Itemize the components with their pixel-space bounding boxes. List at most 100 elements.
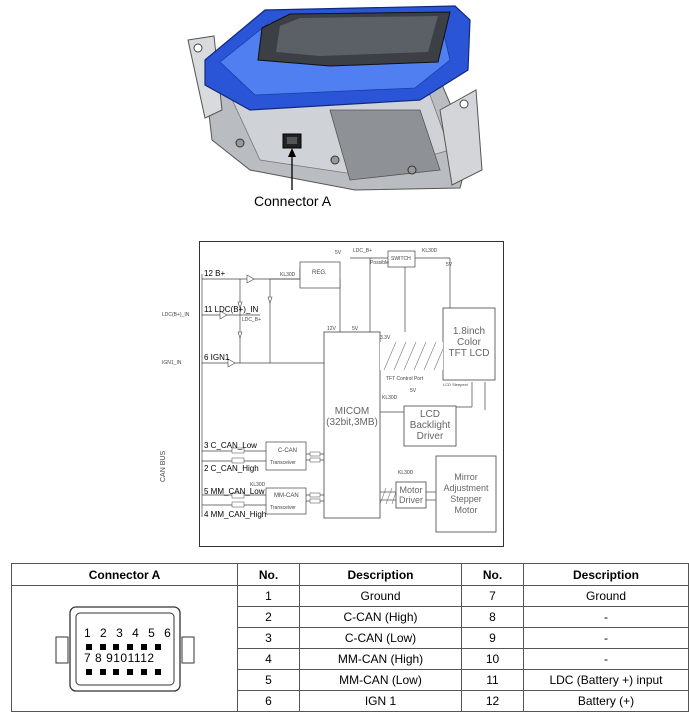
can-bus-label: CAN BUS [160,450,167,482]
ccan-transceiver-block [265,441,307,471]
note-kl30-a: KL30D [280,272,296,278]
header-description-a: Description [299,563,462,586]
table-row: 5 MM-CAN (Low) 11 LDC (Battery +) input [12,669,689,691]
connector-top-pin-numbers: 1 2 3 4 5 6 [84,626,174,640]
wiring-schematic: 12 B+ 11 LDC(B+)_IN 6 IGN1 3 C_CAN_Low 2… [160,241,504,547]
pin-no: 5 [237,669,300,691]
note-5v-b: 5V [335,250,342,256]
ldc-in-label: LDC(B+)_IN [162,312,190,318]
ccan-label: C-CAN [278,448,297,454]
note-lcd-sleep: LCD Sleepext [443,382,468,387]
mmcan-sub-label: Transceiver [270,505,296,511]
pin-num: 12 [140,651,155,665]
connector-pin-table: Connector A No. Description No. Descript… [11,563,689,712]
pin-no: 1 [237,585,300,607]
backlight-block [403,405,457,447]
note-12v: 12V [327,326,336,332]
mounting-bracket-right [439,89,483,186]
pin-description: - [523,648,689,670]
pin-4-label: 4 MM_CAN_High [204,510,267,519]
pin-no: 4 [237,648,300,670]
pin-no: 11 [461,669,524,691]
pin-no: 2 [237,606,300,628]
note-tft-control: TFT Control Port [386,376,424,382]
backlight-label: LCD Backlight Driver [409,409,451,442]
pin-no: 8 [461,606,524,628]
note-3v3: 3.3V [380,335,391,341]
pin-11-label: 11 LDC(B+)_IN [204,305,259,314]
connector-drawing-cell: 1 2 3 4 5 6 7 8 9101112 [11,585,238,712]
pin-5-label: 5 MM_CAN_Low [204,487,265,496]
pin-num: 9 [106,651,114,665]
ign1-in-label: IGN1_IN [162,360,182,366]
note-5v-d: 5V [410,388,417,394]
table-header-row: Connector A No. Description No. Descript… [11,563,689,586]
note-kl30-d: KL30D [398,470,414,476]
pin-description: Battery (+) [523,690,689,712]
pin-3-label: 3 C_CAN_Low [204,441,257,450]
pin-num: 6 [164,626,174,640]
schematic-lines [201,250,497,533]
note-possible: Possible [370,260,389,266]
pin-description: LDC (Battery +) input [523,669,689,691]
note-5v-a: 5V [352,326,359,332]
reg-block [299,261,341,289]
pin-description: MM-CAN (Low) [299,669,462,691]
table-row: 6 IGN 1 12 Battery (+) [12,690,689,712]
cluster-module-illustration [187,5,483,191]
pin-description: C-CAN (High) [299,606,462,628]
ccan-sub-label: Transceiver [270,460,296,466]
pin-no: 12 [461,690,524,712]
lcd-label: 1.8inch Color TFT LCD [448,326,490,359]
pin-no: 10 [461,648,524,670]
pin-num: 3 [116,626,126,640]
mirror-motor-label: Mirror Adjustment Stepper Motor [443,472,489,515]
note-kl30-e: KL30D [250,482,266,488]
pin-num: 5 [148,626,158,640]
lcd-block [442,307,496,381]
header-description-b: Description [523,563,689,586]
pin-no: 9 [461,627,524,649]
mmcan-transceiver-block [265,487,307,515]
pin-num: 7 [84,651,92,665]
pin-num: 11 [127,651,141,665]
header-no-a: No. [237,563,300,586]
motor-driver-block [395,481,427,509]
pin-2-label: 2 C_CAN_High [204,464,259,473]
pin-no: 3 [237,627,300,649]
connector-face-drawing [55,605,195,692]
pin-no: 6 [237,690,300,712]
header-no-b: No. [461,563,524,586]
pin-description: C-CAN (Low) [299,627,462,649]
pin-description: Ground [299,585,462,607]
pin-num: 2 [100,626,110,640]
pin-description: - [523,627,689,649]
pin-num: 10 [113,651,128,665]
mirror-motor-block [435,455,497,533]
note-5v-c: 5V [446,262,453,268]
micom-block [323,331,381,519]
micom-label: MICOM (32bit,3MB) [326,406,378,428]
pin-6-label: 6 IGN1 [204,353,230,362]
connector-a-callout: Connector A [254,193,332,209]
tft-control-hatch [380,341,444,371]
pin-description: IGN 1 [299,690,462,712]
pin-num: 4 [132,626,142,640]
pin-description: Ground [523,585,689,607]
table-row: 1 2 3 4 5 6 7 8 9101112 1 Ground 7 Groun… [11,585,689,712]
pin-12-label: 12 B+ [204,269,226,278]
motor-driver-label: Motor Driver [399,485,423,505]
pin-description: MM-CAN (High) [299,648,462,670]
note-kl30-c: KL30D [382,395,398,401]
reg-label: REG. [312,270,327,276]
note-ldc-b2: LDC_B+ [242,317,262,323]
pin-num: 8 [95,651,103,665]
pin-description: - [523,606,689,628]
pin-no: 7 [461,585,524,607]
pin-num: 1 [84,626,94,640]
mmcan-label: MM-CAN [274,493,299,499]
switch-block [387,250,416,268]
note-kl30-b: KL30D [422,248,438,254]
header-connector: Connector A [11,563,238,586]
note-ldc-b: LDC_B+ [353,248,373,254]
